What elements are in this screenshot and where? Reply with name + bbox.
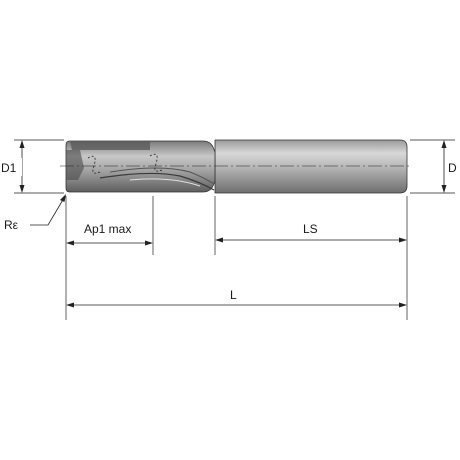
ap1-max-label: Ap1 max	[84, 222, 131, 236]
l-dimension: L	[66, 288, 407, 308]
tool-body	[60, 139, 412, 194]
tool-flute-helix	[99, 172, 215, 191]
r-epsilon-label: Rε	[4, 218, 19, 232]
ls-dimension: LS	[214, 196, 408, 320]
tool-flute-edge	[66, 150, 84, 180]
ap1-max-dimension: Ap1 max	[65, 196, 154, 320]
d-dimension: D	[410, 139, 457, 194]
tool-hidden-line	[149, 153, 163, 172]
tool-flute-helix	[109, 167, 215, 185]
ls-label: LS	[303, 222, 318, 236]
tool-cutting-head	[65, 140, 216, 193]
d1-dimension: D1	[0, 139, 64, 194]
l-label: L	[230, 288, 237, 302]
tool-flute-helix	[129, 178, 201, 187]
r-epsilon-callout: Rε	[4, 194, 66, 232]
d1-label: D1	[1, 161, 17, 175]
tool-flute-land	[70, 141, 150, 150]
tool-shank	[214, 139, 408, 194]
d-label: D	[448, 161, 457, 175]
